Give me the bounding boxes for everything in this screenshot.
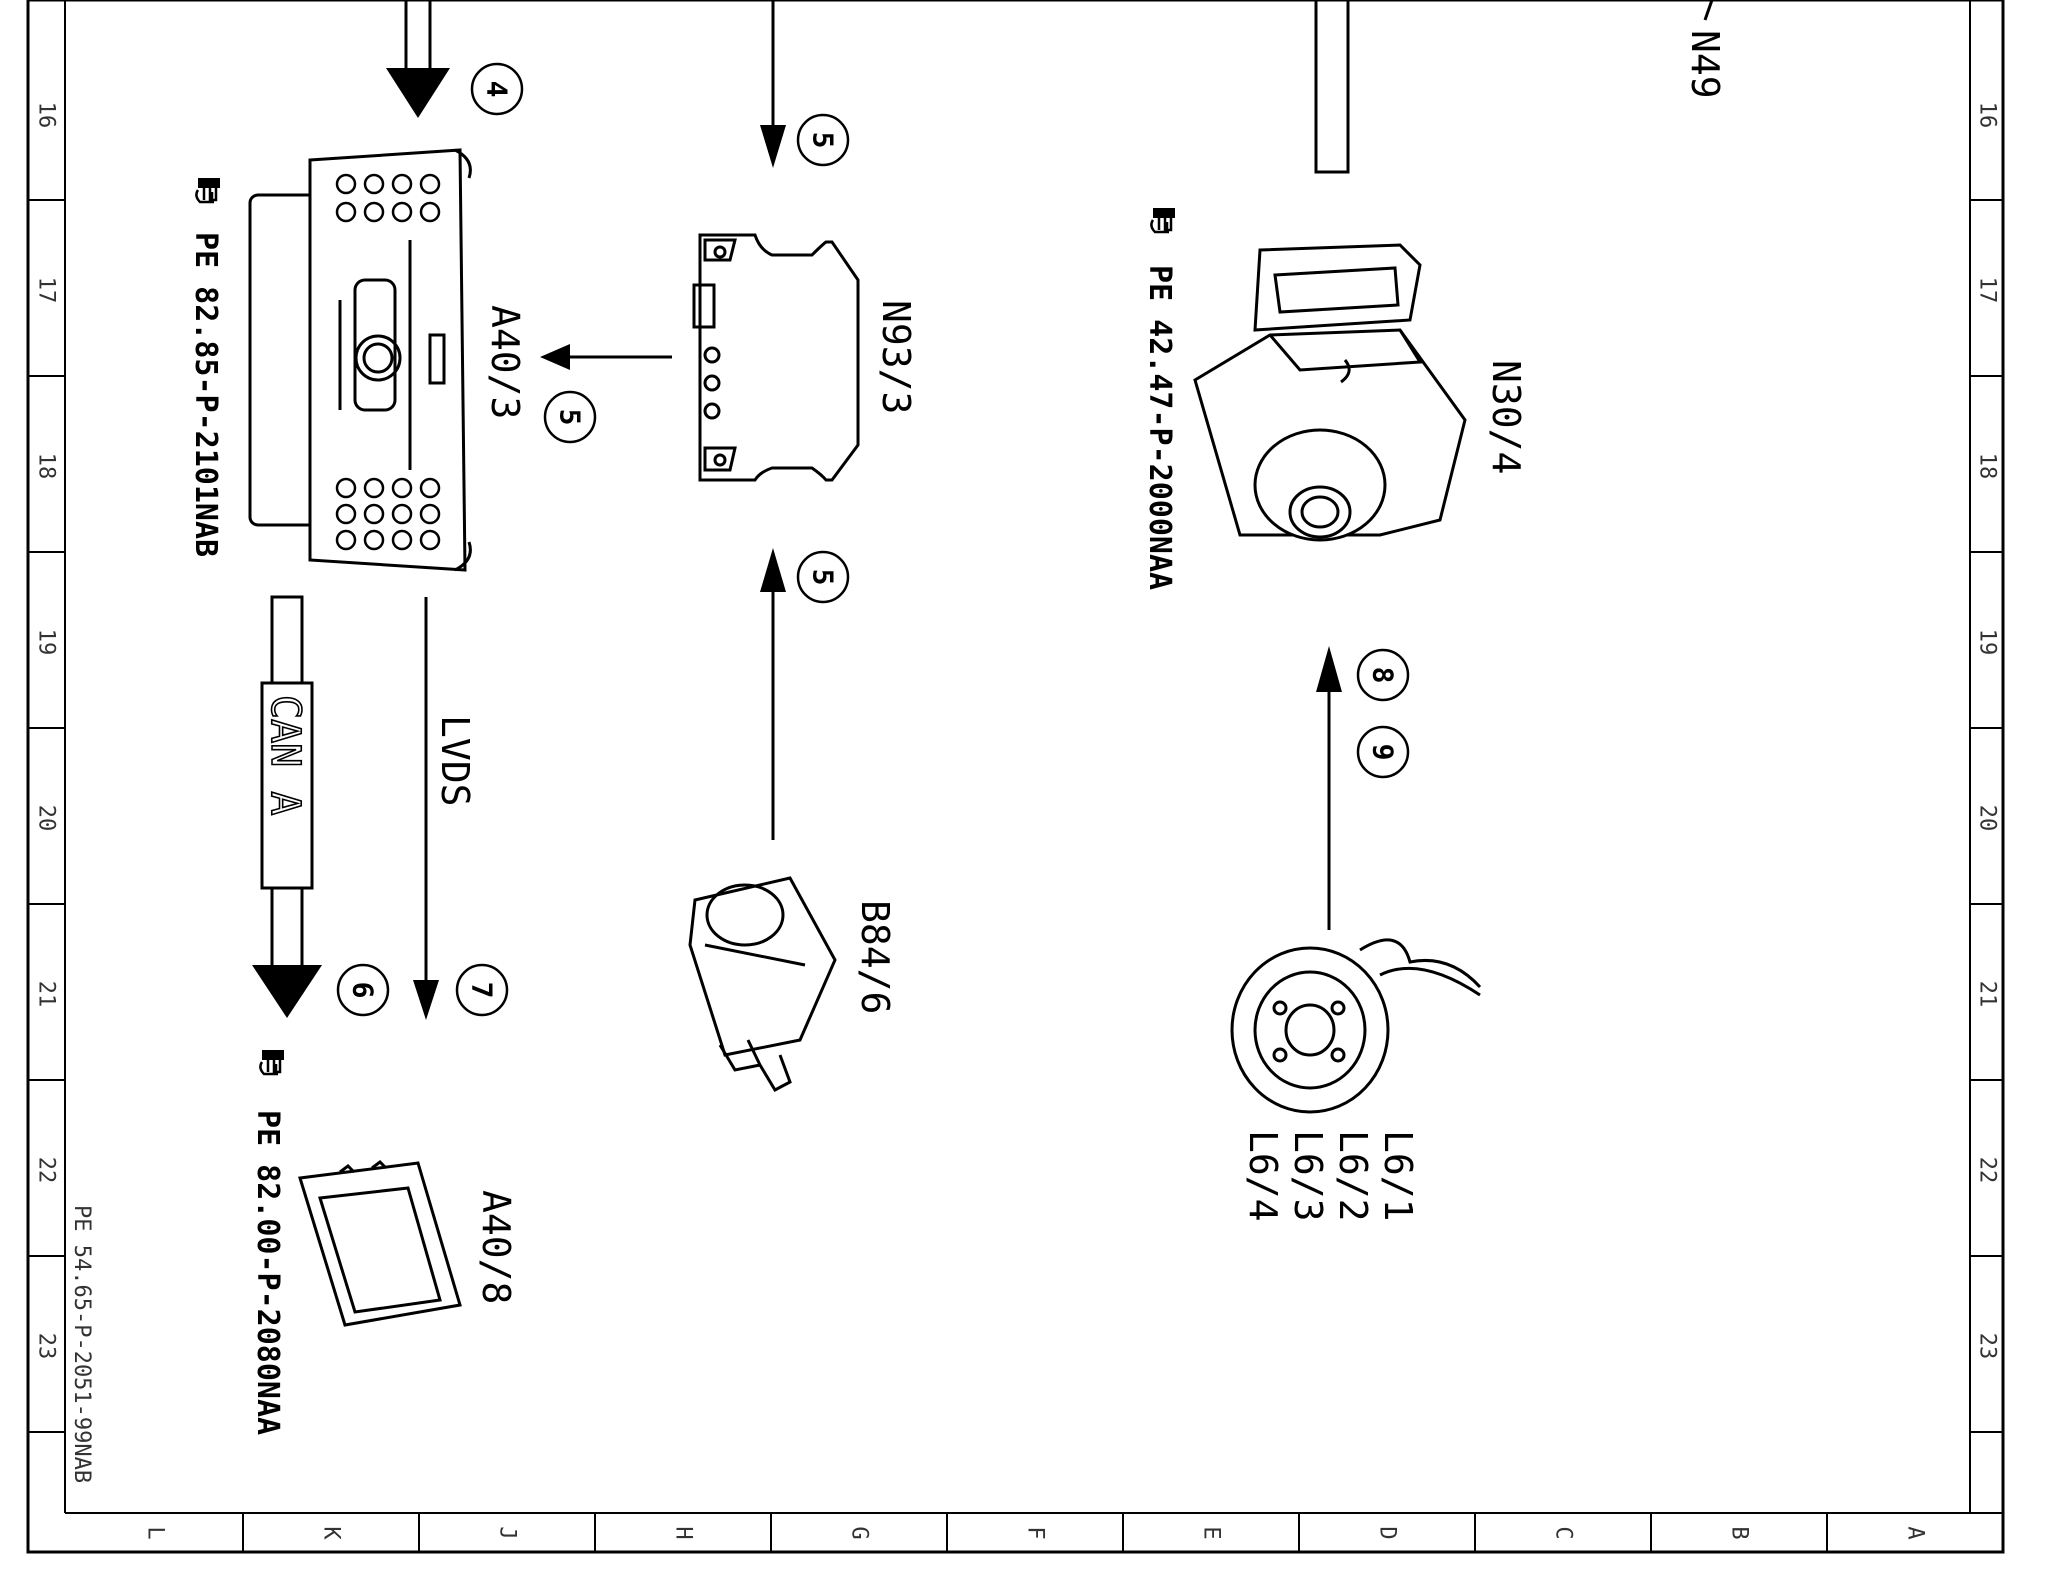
grid-col-label: B <box>1727 1526 1752 1539</box>
l6-4-label: L6/4 <box>1241 1130 1285 1222</box>
n49-label: N49 <box>1683 30 1727 99</box>
svg-text:4: 4 <box>481 81 514 98</box>
grid-row-label: 18 <box>34 453 59 480</box>
grid-col-label: J <box>495 1526 520 1539</box>
svg-text:7: 7 <box>466 982 499 999</box>
n30-4-label: N30/4 <box>1484 360 1528 474</box>
grid-row-label: 20 <box>34 805 59 832</box>
input-arrow-4 <box>386 0 450 118</box>
grid-row-label: 20 <box>1975 805 2000 832</box>
n30-4-hydraulic-unit-drawing <box>1193 0 1467 542</box>
a40-3-label: A40/3 <box>483 305 527 419</box>
lvds-label: LVDS <box>433 715 477 807</box>
callout-6: 6 <box>336 963 390 1017</box>
grid-row-label: 18 <box>1975 453 2000 480</box>
grid-col-label: H <box>671 1526 696 1539</box>
a40-3-reference: PE 82.85-P-2101NAB <box>188 232 223 557</box>
l6-2-label: L6/2 <box>1331 1130 1375 1222</box>
grid-col-label: K <box>319 1526 344 1540</box>
grid-col-label: F <box>1023 1526 1048 1539</box>
grid-col-label: G <box>847 1526 872 1539</box>
grid-col-label: L <box>143 1526 168 1539</box>
input-arrow-to-n93-3 <box>760 0 786 168</box>
n30-4-reference: PE 42.47-P-2000NAA <box>1142 265 1177 590</box>
grid-row-label: 21 <box>34 981 59 1008</box>
callout-5: 5 <box>796 550 850 604</box>
l6-wheel-speed-sensor-drawing <box>1230 938 1482 1114</box>
grid-row-label: 17 <box>1975 277 2000 304</box>
grid-row-label: 19 <box>34 629 59 656</box>
grid-col-label: C <box>1551 1526 1576 1539</box>
svg-text:5: 5 <box>807 132 840 149</box>
svg-text:5: 5 <box>807 569 840 586</box>
b84-6-label: B84/6 <box>853 900 897 1014</box>
arrow-n93-3-to-a40-3 <box>540 344 672 370</box>
grid-row-label: 21 <box>1975 981 2000 1008</box>
hand-pointer-icon <box>195 176 222 204</box>
lvds-line <box>413 597 439 1020</box>
arrow-l6-to-n30-4 <box>1316 646 1342 930</box>
svg-text:6: 6 <box>347 982 380 999</box>
a40-3-head-unit-drawing <box>248 148 472 572</box>
n93-3-label: N93/3 <box>874 300 918 414</box>
svg-text:8: 8 <box>1367 667 1400 684</box>
callout-5: 5 <box>543 390 597 444</box>
callout-9: 9 <box>1356 725 1410 779</box>
callout-7: 7 <box>455 963 509 1017</box>
grid-row-label: 23 <box>1975 1333 2000 1360</box>
grid-row-label: 16 <box>1975 102 2000 129</box>
b84-6-camera-drawing <box>688 876 837 1092</box>
callout-4: 4 <box>470 62 524 116</box>
hand-pointer-icon <box>259 1048 286 1076</box>
grid-row-label: 17 <box>34 277 59 304</box>
hand-pointer-icon <box>1150 206 1177 234</box>
grid-col-label: A <box>1903 1526 1928 1539</box>
document-id: PE 54.65-P-2051-99NAB <box>69 1205 94 1483</box>
grid-row-label: 23 <box>34 1333 59 1360</box>
grid-row-label: 22 <box>1975 1157 2000 1184</box>
grid-row-label: 19 <box>1975 629 2000 656</box>
grid-col-label: E <box>1199 1526 1224 1539</box>
grid-row-label: 22 <box>34 1157 59 1184</box>
arrow-b84-6-to-n93-3 <box>760 548 786 840</box>
grid-row-label: 16 <box>34 102 59 129</box>
drawing-frame: 16 17 18 19 20 21 22 23 16 17 18 19 20 2… <box>26 0 2005 1554</box>
a40-8-label: A40/8 <box>474 1190 518 1304</box>
n93-3-control-unit-drawing <box>692 233 860 482</box>
l6-1-label: L6/1 <box>1376 1130 1420 1222</box>
a40-8-display-drawing <box>298 1160 462 1327</box>
a40-8-reference: PE 82.00-P-2080NAA <box>250 1110 285 1435</box>
callout-5: 5 <box>796 113 850 167</box>
svg-text:5: 5 <box>554 409 587 426</box>
can-a-bus <box>252 595 322 1018</box>
grid-col-label: D <box>1375 1526 1400 1539</box>
l6-3-label: L6/3 <box>1286 1130 1330 1222</box>
can-a-label: CAN A <box>262 695 308 815</box>
svg-text:9: 9 <box>1367 744 1400 761</box>
callout-8: 8 <box>1356 648 1410 702</box>
